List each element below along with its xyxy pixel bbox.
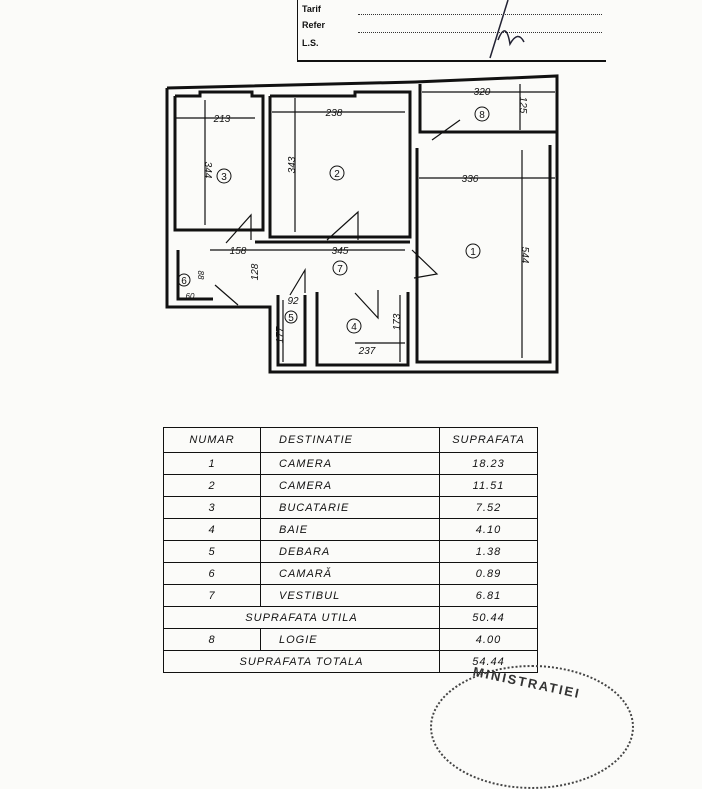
svg-text:128: 128 — [250, 263, 261, 280]
room-numbers: 1 2 3 4 5 6 7 8 — [177, 106, 490, 334]
svg-text:2: 2 — [334, 169, 340, 180]
svg-text:6: 6 — [181, 276, 187, 287]
dotted-line — [358, 14, 602, 15]
official-stamp: MINISTRATIEI — [430, 664, 634, 789]
signature — [489, 0, 525, 59]
svg-text:88: 88 — [196, 271, 205, 280]
svg-text:173: 173 — [392, 313, 403, 330]
svg-text:345: 345 — [332, 246, 349, 257]
svg-text:60: 60 — [186, 292, 195, 301]
dimension-labels: 213 344 238 343 320 125 336 544 158 345 … — [186, 87, 530, 357]
svg-text:3: 3 — [221, 172, 227, 183]
dimension-lines — [176, 84, 555, 362]
svg-text:344: 344 — [202, 162, 213, 179]
svg-text:320: 320 — [474, 87, 491, 98]
svg-text:213: 213 — [213, 114, 231, 125]
floor-plan: 213 344 238 343 320 125 336 544 158 345 … — [165, 74, 559, 374]
svg-text:8: 8 — [479, 110, 485, 121]
ls-label: L.S. — [302, 38, 319, 48]
dotted-line — [358, 32, 602, 33]
svg-text:336: 336 — [462, 174, 479, 185]
svg-text:4: 4 — [351, 322, 357, 333]
svg-text:237: 237 — [358, 346, 376, 357]
document-header: Tarif Refer L.S. — [297, 0, 606, 62]
svg-text:177: 177 — [275, 326, 286, 343]
svg-text:92: 92 — [287, 296, 299, 307]
svg-text:125: 125 — [517, 97, 528, 114]
svg-text:343: 343 — [287, 156, 298, 173]
refer-label: Refer — [302, 20, 326, 30]
svg-text:5: 5 — [288, 313, 294, 324]
table-header: NUMAR DESTINATIE SUPRAFATA — [163, 427, 538, 453]
svg-text:544: 544 — [519, 247, 530, 264]
tariff-label: Tarif — [302, 4, 321, 14]
svg-text:158: 158 — [230, 246, 247, 257]
svg-text:1: 1 — [470, 247, 476, 258]
svg-text:7: 7 — [337, 264, 343, 275]
svg-text:238: 238 — [325, 108, 343, 119]
